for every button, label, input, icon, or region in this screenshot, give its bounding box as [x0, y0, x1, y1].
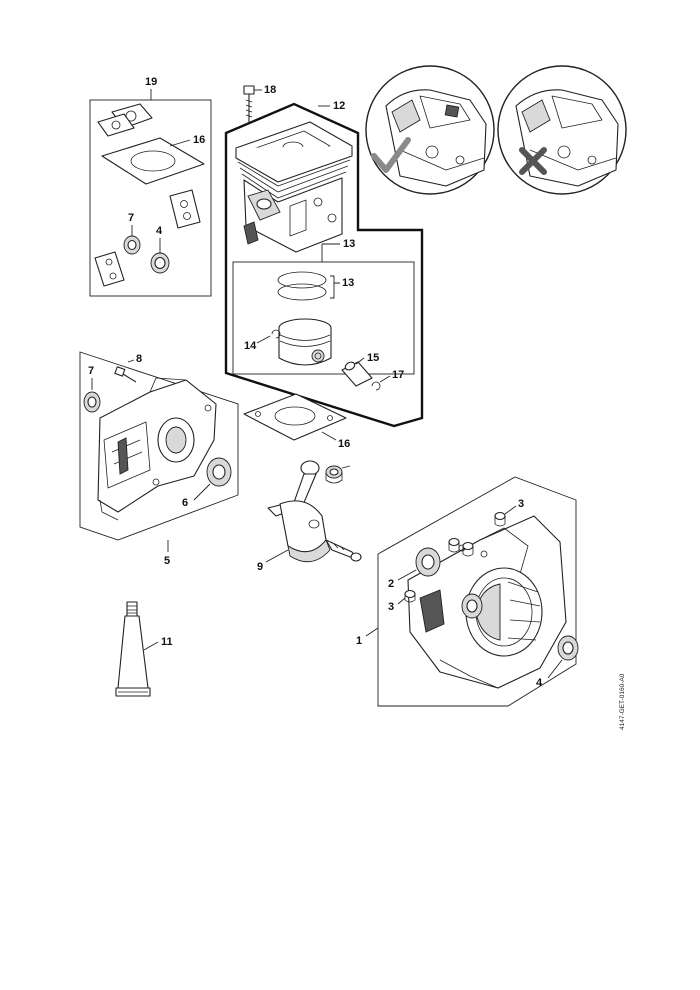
cylinder-gasket-16a	[101, 137, 205, 185]
callout-10: 12	[333, 100, 345, 112]
drawing-code: 4147-GET-0160-A0	[619, 673, 626, 730]
circlip-13b	[371, 381, 381, 391]
callout-4b: 4	[536, 677, 543, 689]
oil-seal-4a	[150, 252, 170, 274]
muffler-gasket	[94, 251, 125, 287]
crankcase-half	[97, 377, 217, 521]
cylinder	[235, 121, 353, 253]
ball-bearing-2	[415, 547, 441, 577]
check-icon	[371, 137, 411, 173]
inset-correct	[365, 65, 495, 195]
oil-seal-7a	[123, 235, 141, 255]
crankcase-1-box: 1 3	[356, 476, 579, 707]
callout-14: 15	[367, 352, 379, 364]
cylinder-gasket-16b	[243, 393, 347, 441]
callout-16b: 16	[338, 438, 350, 450]
crankshaft-9	[267, 460, 362, 563]
piston-pin-14	[341, 361, 373, 387]
callout-7a: 7	[128, 212, 134, 224]
crankcase-half-5-box: 5 7 8	[79, 351, 239, 567]
callout-11: 13	[343, 238, 355, 250]
oil-seal-4b	[557, 635, 579, 661]
callout-9: 9	[257, 561, 263, 573]
piston	[278, 318, 332, 366]
callout-1: 1	[356, 635, 362, 647]
callout-13a: 14	[244, 340, 257, 352]
dowel-sleeve-3b	[404, 589, 416, 603]
exhaust-gasket	[169, 189, 201, 229]
carburetor-gasket	[97, 103, 153, 137]
callout-8: 8	[136, 353, 142, 365]
callout-7b: 7	[88, 365, 94, 377]
inset-incorrect	[497, 65, 627, 195]
screw-17	[243, 85, 255, 122]
callout-18: 11	[161, 636, 173, 648]
piston-kit-box	[232, 261, 415, 375]
cross-icon	[519, 147, 547, 175]
oil-seal-7b	[83, 391, 101, 413]
callout-6: 6	[182, 497, 188, 509]
ball-bearing-6	[206, 457, 232, 487]
callout-3a: 3	[518, 498, 524, 510]
callout-4a: 4	[156, 225, 163, 237]
needle-cage-15	[325, 465, 343, 484]
callout-16a: 16	[193, 134, 205, 146]
piston-rings-12	[277, 271, 327, 301]
callout-2: 2	[388, 578, 394, 590]
gasket-set-box: 19 16 7 4	[89, 76, 212, 297]
circlip-13a	[271, 329, 281, 339]
callout-12: 13	[342, 277, 354, 289]
grease-tube-18	[115, 601, 151, 697]
crankcase	[407, 515, 567, 689]
bolt-8	[114, 366, 137, 383]
dowel-sleeve-3a	[494, 511, 506, 527]
callout-17: 18	[264, 84, 276, 96]
callout-19: 19	[145, 76, 157, 88]
callout-5: 5	[164, 555, 170, 567]
dowel-sleeve-pair	[448, 537, 474, 557]
callout-3b: 3	[388, 601, 394, 613]
callout-13b: 17	[392, 369, 404, 381]
cylinder-assembly-outline	[224, 102, 424, 428]
